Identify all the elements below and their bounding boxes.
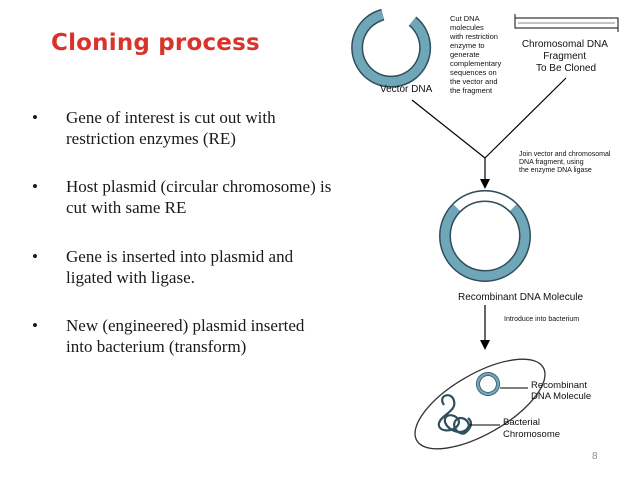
page-number: 8 xyxy=(592,451,598,462)
bullet-list: • Gene of interest is cut out with restri… xyxy=(32,107,332,384)
bullet-item: • Gene is inserted into plasmid and ligat… xyxy=(32,246,332,288)
cut-note: Cut DNA molecules with restriction enzym… xyxy=(449,14,503,95)
bullet-item: • Host plasmid (circular chromosome) is c… xyxy=(32,176,332,218)
bacterium-plasmid xyxy=(476,372,500,396)
bullet-item: • New (engineered) plasmid inserted into … xyxy=(32,315,332,357)
join-note: Join vector and chromosomal DNA fragment… xyxy=(519,151,612,174)
left-converge-line xyxy=(411,99,486,159)
right-converge-line xyxy=(484,77,567,159)
bullet-text: Gene of interest is cut out with restric… xyxy=(66,108,276,148)
recombinant-label: Recombinant DNA Molecule xyxy=(458,292,583,303)
vector-plasmid-fill xyxy=(352,10,430,87)
slide-title: Cloning process xyxy=(51,30,260,56)
fragment-label: Chromosomal DNA Fragment To Be Cloned xyxy=(522,39,610,74)
bacterium-cell xyxy=(414,358,546,450)
chromosomal-fragment xyxy=(514,14,619,32)
recombinant-plasmid xyxy=(439,189,531,282)
bullet-item: • Gene of interest is cut out with restri… xyxy=(32,107,332,149)
bullet-marker: • xyxy=(32,108,38,127)
bullet-text: New (engineered) plasmid inserted into b… xyxy=(66,316,305,356)
bacterial-chromosome-label: Bacterial Chromosome xyxy=(503,417,560,440)
bullet-marker: • xyxy=(32,247,38,266)
introduce-note: Introduce into bacterium xyxy=(504,316,579,323)
bacterium-plasmid-label: Recombinant DNA Molecule xyxy=(531,380,591,402)
bullet-marker: • xyxy=(32,316,38,335)
bacterial-chromosome-coil xyxy=(437,394,473,435)
bullet-text: Host plasmid (circular chromosome) is cu… xyxy=(66,177,332,217)
bullet-text: Gene is inserted into plasmid and ligate… xyxy=(66,247,294,287)
vector-dna-label: Vector DNA xyxy=(380,84,433,95)
bullet-marker: • xyxy=(32,177,38,196)
